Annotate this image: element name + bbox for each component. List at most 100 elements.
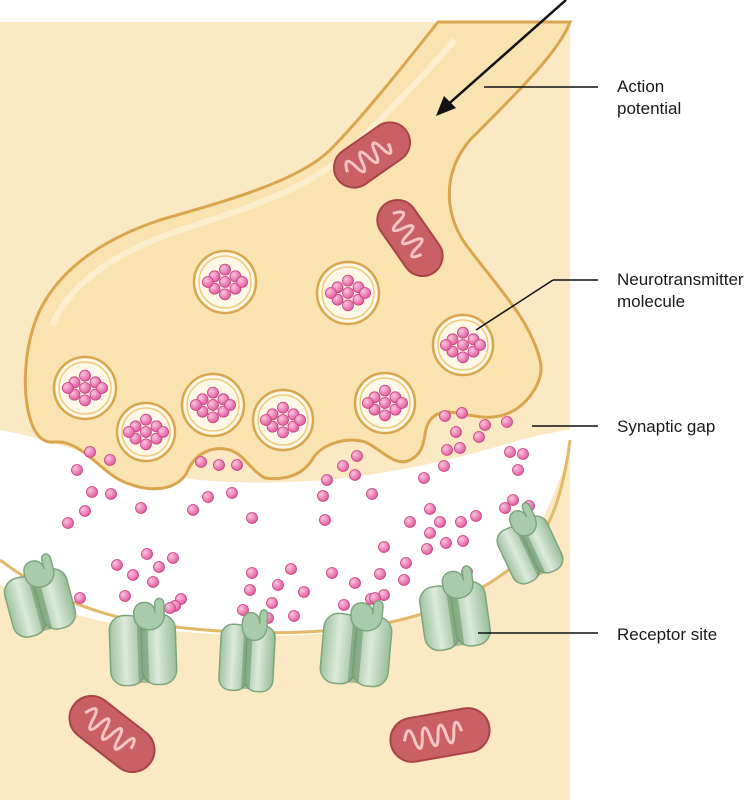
neurotransmitter-molecule <box>157 426 170 438</box>
neurotransmitter-molecule <box>164 602 176 614</box>
arrow-head-icon <box>436 96 456 116</box>
neurotransmitter-molecule <box>456 407 468 419</box>
receptor-group <box>3 502 564 693</box>
neurotransmitter-molecule <box>361 397 374 409</box>
label-synaptic-gap: Synaptic gap <box>617 417 715 436</box>
neurotransmitter-molecule <box>259 414 272 426</box>
label-receptor-site: Receptor site <box>617 625 717 644</box>
neurotransmitter-molecule <box>140 413 152 426</box>
neurotransmitter-molecule <box>226 487 238 499</box>
free-molecule-group <box>62 407 535 624</box>
neurotransmitter-molecule <box>111 559 123 571</box>
neurotransmitter-molecule <box>512 464 524 476</box>
neurotransmitter-molecule <box>400 557 412 569</box>
neurotransmitter-molecule <box>122 426 135 438</box>
neurotransmitter-molecule <box>418 472 430 484</box>
neurotransmitter-molecule <box>79 505 91 517</box>
neurotransmitter-molecule <box>379 397 391 409</box>
neurotransmitter-molecule <box>507 494 519 506</box>
mitochondrion-icon <box>332 121 412 189</box>
neurotransmitter-molecule <box>324 287 337 299</box>
neurotransmitter-molecule <box>189 399 202 411</box>
vesicle-icon <box>315 260 381 326</box>
neurotransmitter-molecule <box>86 486 98 498</box>
neurotransmitter-molecule <box>96 382 108 394</box>
mitochondrion-icon <box>68 694 156 774</box>
neurotransmitter-molecule <box>246 512 258 524</box>
neurotransmitter-molecule <box>455 516 467 528</box>
neurotransmitter-molecule <box>457 326 469 339</box>
neurotransmitter-molecule <box>207 411 219 424</box>
neurotransmitter-molecule <box>74 592 86 604</box>
neurotransmitter-molecule <box>504 446 516 458</box>
neurotransmitter-molecule <box>277 426 289 439</box>
receptor-icon <box>108 597 178 687</box>
neurotransmitter-molecule <box>479 419 491 431</box>
label-neurotransmitter-line1: Neurotransmitter <box>617 270 744 289</box>
neurotransmitter-molecule <box>207 386 219 399</box>
neurotransmitter-molecule <box>79 394 91 407</box>
neurotransmitter-molecule <box>438 460 450 472</box>
neurotransmitter-molecule <box>450 426 462 438</box>
neurotransmitter-molecule <box>298 586 310 598</box>
neurotransmitter-molecule <box>321 474 333 486</box>
neurotransmitter-molecule <box>349 577 361 589</box>
axon-terminal <box>23 20 573 491</box>
vesicle-icon <box>353 371 417 435</box>
neurotransmitter-molecule <box>294 414 307 426</box>
label-action-potential-line1: Action <box>617 77 664 96</box>
action-potential-arrow <box>443 0 567 109</box>
neurotransmitter-molecule <box>439 339 452 351</box>
neurotransmitter-molecule <box>349 469 361 481</box>
neurotransmitter-molecule <box>127 569 139 581</box>
neurotransmitter-molecule <box>277 414 289 426</box>
vesicle-icon <box>251 388 315 452</box>
neurotransmitter-molecule <box>140 426 152 438</box>
neurotransmitter-molecule <box>366 488 378 500</box>
neurotransmitter-molecule <box>187 504 199 516</box>
neurotransmitter-molecule <box>219 263 231 276</box>
neurotransmitter-molecule <box>140 438 152 451</box>
neurotransmitter-molecule <box>105 488 117 500</box>
label-action-potential: Action potential <box>617 77 681 118</box>
neurotransmitter-molecule <box>236 276 249 288</box>
neurotransmitter-molecule <box>79 369 91 382</box>
neurotransmitter-molecule <box>351 450 363 462</box>
vesicle-icon <box>180 372 246 438</box>
neurotransmitter-molecule <box>338 599 350 611</box>
neurotransmitter-molecule <box>202 491 214 503</box>
neurotransmitter-molecule <box>470 510 482 522</box>
neurotransmitter-molecule <box>378 541 390 553</box>
neurotransmitter-molecule <box>104 454 116 466</box>
leader-neurotransmitter <box>475 279 554 331</box>
neurotransmitter-molecule <box>195 456 207 468</box>
neurotransmitter-molecule <box>119 590 131 602</box>
neurotransmitter-molecule <box>84 446 96 458</box>
neurotransmitter-molecule <box>421 543 433 555</box>
neurotransmitter-molecule <box>457 339 469 351</box>
neurotransmitter-molecule <box>213 459 225 471</box>
neurotransmitter-molecule <box>317 490 329 502</box>
neurotransmitter-molecule <box>246 567 258 579</box>
neurotransmitter-molecule <box>277 401 289 414</box>
receptor-icon <box>218 609 276 693</box>
receptor-icon <box>418 565 492 652</box>
neurotransmitter-molecule <box>272 579 284 591</box>
neurotransmitter-molecule <box>379 409 391 422</box>
label-neurotransmitter: Neurotransmitter molecule <box>617 270 748 311</box>
neurotransmitter-molecule <box>499 502 511 514</box>
neurotransmitter-molecule <box>473 431 485 443</box>
neurotransmitter-molecule <box>319 514 331 526</box>
neurotransmitter-molecule <box>441 444 453 456</box>
neurotransmitter-molecule <box>135 502 147 514</box>
neurotransmitter-molecule <box>224 399 237 411</box>
neurotransmitter-molecule <box>231 459 243 471</box>
mitochondrion-icon <box>389 707 491 763</box>
neurotransmitter-molecule <box>404 516 416 528</box>
label-action-potential-line2: potential <box>617 99 681 118</box>
neurotransmitter-molecule <box>237 604 249 616</box>
neurotransmitter-molecule <box>153 561 165 573</box>
neurotransmitter-molecule <box>244 584 256 596</box>
neurotransmitter-molecule <box>440 537 452 549</box>
neurotransmitter-molecule <box>439 410 451 422</box>
